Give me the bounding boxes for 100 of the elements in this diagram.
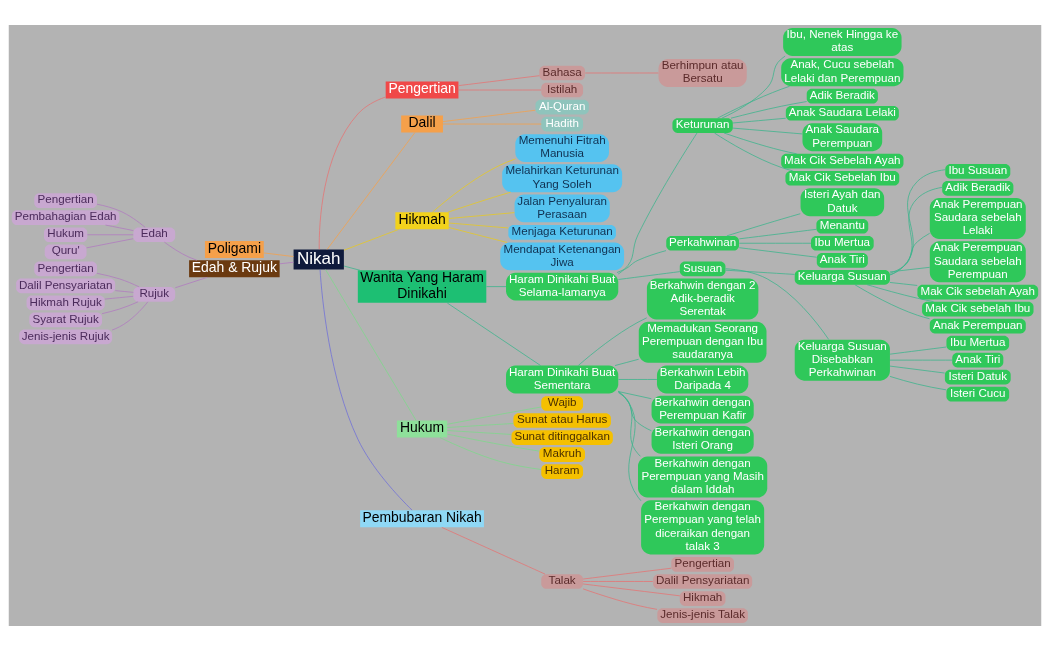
node-box: Susuan xyxy=(679,260,726,276)
node-box: Sunat atau Harus xyxy=(513,412,611,428)
node-box: Bahasa xyxy=(539,65,585,80)
connector xyxy=(614,358,640,366)
node-box: Berkahwin Lebih Daripada 4 xyxy=(656,365,749,393)
connector xyxy=(263,252,294,257)
node-box: Al-Quran xyxy=(535,99,589,114)
node-box: Jalan Penyaluran Perasaan xyxy=(514,194,610,222)
connector xyxy=(279,261,294,264)
connector xyxy=(447,433,540,451)
node-box: Sunat ditinggalkan xyxy=(511,429,613,445)
node-box: Wanita Yang Haram Dinikahi xyxy=(357,269,487,303)
connector xyxy=(96,203,146,228)
connector xyxy=(738,246,818,258)
node-box: Menjaga Keturunan xyxy=(508,224,616,240)
connector xyxy=(87,233,134,235)
connector xyxy=(111,300,149,330)
node-box: Mendapat Ketenangan Jiwa xyxy=(500,242,625,270)
connector xyxy=(447,191,511,213)
connector xyxy=(448,211,515,219)
connector xyxy=(432,158,516,213)
node-box: Makruh xyxy=(539,446,585,462)
node-box: Hukum xyxy=(43,226,88,242)
node-box: Quru' xyxy=(44,243,87,259)
node-box: Jenis-jenis Talak xyxy=(657,607,748,623)
connector xyxy=(582,567,672,579)
connector xyxy=(442,109,536,122)
connector xyxy=(446,302,541,366)
connector xyxy=(889,375,947,390)
node-box: Memadukan Seorang Perempuan dengan Ibu saudaranya xyxy=(638,321,767,363)
connector xyxy=(114,289,134,293)
node-box: Rujuk xyxy=(133,286,176,302)
node-box: Memenuhi Fitrah Manusia xyxy=(515,133,609,162)
node-box: Berkahwin dengan Perempuan Kafir xyxy=(651,395,754,424)
node-box: Berkahwin dengan 2 Adik-beradik Serentak xyxy=(646,278,759,319)
node-box: Isteri Datuk xyxy=(944,369,1011,384)
connector xyxy=(448,222,509,228)
node-box: Mak Cik Sebelah Ayah xyxy=(781,153,904,169)
connector xyxy=(889,232,931,274)
connector xyxy=(714,132,794,171)
connector xyxy=(889,168,946,275)
node-box: Mak Cik Sebelah Ibu xyxy=(785,170,900,186)
connector xyxy=(174,276,208,288)
node-box: Dalil Pensyariatan xyxy=(653,573,753,589)
connector xyxy=(721,55,786,119)
node-box: Pembahagian Edah xyxy=(11,209,120,225)
node-box: Talak xyxy=(541,573,584,589)
node-box: Dalil Pensyariatan xyxy=(16,278,116,293)
connector xyxy=(439,436,542,470)
node-box: Mak Cik sebelah Ayah xyxy=(917,284,1039,299)
connector xyxy=(101,300,139,314)
node-box: Isteri Cucu xyxy=(946,386,1010,402)
node-box: Berkahwin dengan Isteri Orang xyxy=(651,425,754,454)
connector xyxy=(582,580,654,582)
connector xyxy=(732,117,787,123)
connector xyxy=(866,283,934,302)
node-box: Edah xyxy=(133,226,176,242)
node-box: Hikmah Rujuk xyxy=(26,295,105,310)
node-box: Hikmah xyxy=(395,211,449,229)
connector xyxy=(889,365,946,373)
node-box: Ibu Mertua xyxy=(946,335,1010,350)
node-box: Anak Perempuan Saudara sebelah Lelaki xyxy=(929,197,1026,239)
node-box: Poligami xyxy=(204,240,264,258)
node-box: Isteri Ayah dan Datuk xyxy=(800,187,885,216)
connector xyxy=(618,270,681,280)
connector xyxy=(458,74,540,86)
connector xyxy=(717,85,791,119)
node-box: Ibu, Nenek Hingga ke atas xyxy=(783,27,902,56)
connector xyxy=(618,378,658,380)
connector xyxy=(582,587,658,610)
connector xyxy=(889,186,943,275)
connector xyxy=(448,226,508,243)
connector xyxy=(725,269,795,275)
connector xyxy=(326,131,416,250)
node-box: Perkahwinan xyxy=(666,235,739,251)
connector xyxy=(738,228,817,239)
node-box: Adik Beradik xyxy=(806,88,878,104)
connector xyxy=(441,526,546,574)
connector xyxy=(726,212,801,236)
node-box: Anak Tiri xyxy=(952,352,1004,367)
node-box: Anak Saudara Perempuan xyxy=(802,122,883,151)
node-box: Pembubaran Nikah xyxy=(360,509,484,527)
node-box: Anak, Cucu sebelah Lelaki dan Perempuan xyxy=(781,57,904,86)
node-box: Jenis-jenis Rujuk xyxy=(19,329,113,344)
connector xyxy=(889,359,953,361)
node-box: Menantu xyxy=(816,218,869,234)
node-box: Berkahwin dengan Perempuan yang Masih dalam Iddah xyxy=(638,456,768,497)
connector xyxy=(738,242,812,244)
node-box: Anak Perempuan xyxy=(929,318,1026,333)
node-box: Istilah xyxy=(541,82,584,97)
connector xyxy=(96,272,140,287)
connector xyxy=(442,123,542,124)
connector xyxy=(446,422,514,428)
connector xyxy=(343,265,361,271)
node-box: Haram xyxy=(541,463,584,479)
connector xyxy=(319,268,413,511)
node-box: Hukum xyxy=(396,420,448,438)
node-box: Pengertian xyxy=(34,192,97,208)
node-box: Pengertian xyxy=(34,260,97,276)
connector xyxy=(723,132,797,154)
